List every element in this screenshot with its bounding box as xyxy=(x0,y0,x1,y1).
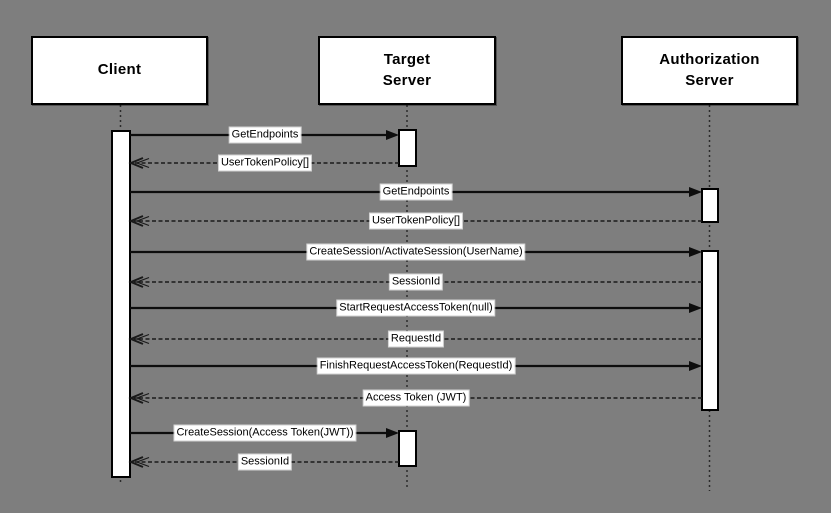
message-label: FinishRequestAccessToken(RequestId) xyxy=(317,358,515,374)
message-arrowhead xyxy=(135,215,150,227)
actor-label-target-server: Target Server xyxy=(382,51,432,89)
actor-box-target-server: Target Server xyxy=(318,36,496,105)
message-label: CreateSession(Access Token(JWT)) xyxy=(174,425,356,441)
message-arrowhead xyxy=(135,276,150,288)
message-arrowhead xyxy=(128,333,144,345)
message-arrowhead xyxy=(128,157,144,169)
message-arrowhead xyxy=(386,130,399,140)
activation-bar-target-server-2 xyxy=(398,430,417,467)
actor-label-authorization-server: Authorization Server xyxy=(659,51,760,89)
message-arrowhead xyxy=(135,157,150,169)
message-arrowhead xyxy=(689,303,702,313)
message-arrowhead xyxy=(128,215,144,227)
activation-bar-client xyxy=(111,130,131,478)
message-arrowhead xyxy=(689,247,702,257)
message-arrowhead xyxy=(135,456,150,468)
message-arrowhead xyxy=(128,276,144,288)
message-arrowhead xyxy=(386,428,399,438)
activation-bar-authorization-server-1 xyxy=(701,188,719,223)
message-arrowhead xyxy=(689,361,702,371)
actor-box-client: Client xyxy=(31,36,208,105)
message-label: UserTokenPolicy[] xyxy=(369,213,463,229)
message-label: UserTokenPolicy[] xyxy=(218,155,312,171)
message-arrowhead xyxy=(135,392,150,404)
activation-bar-authorization-server-2 xyxy=(701,250,719,411)
message-arrowhead xyxy=(689,187,702,197)
message-arrowhead xyxy=(135,333,150,345)
message-label: GetEndpoints xyxy=(229,127,301,143)
message-label: SessionId xyxy=(238,454,292,470)
message-label: SessionId xyxy=(389,274,443,290)
message-label: Access Token (JWT) xyxy=(363,390,469,406)
actor-box-authorization-server: Authorization Server xyxy=(621,36,798,105)
message-arrowhead xyxy=(128,392,144,404)
activation-bar-target-server-1 xyxy=(398,129,417,167)
message-label: CreateSession/ActivateSession(UserName) xyxy=(307,244,525,260)
message-arrowhead xyxy=(128,456,144,468)
message-label: RequestId xyxy=(388,331,444,347)
message-label: GetEndpoints xyxy=(380,184,452,200)
actor-label-client: Client xyxy=(97,61,142,79)
message-label: StartRequestAccessToken(null) xyxy=(337,300,495,316)
